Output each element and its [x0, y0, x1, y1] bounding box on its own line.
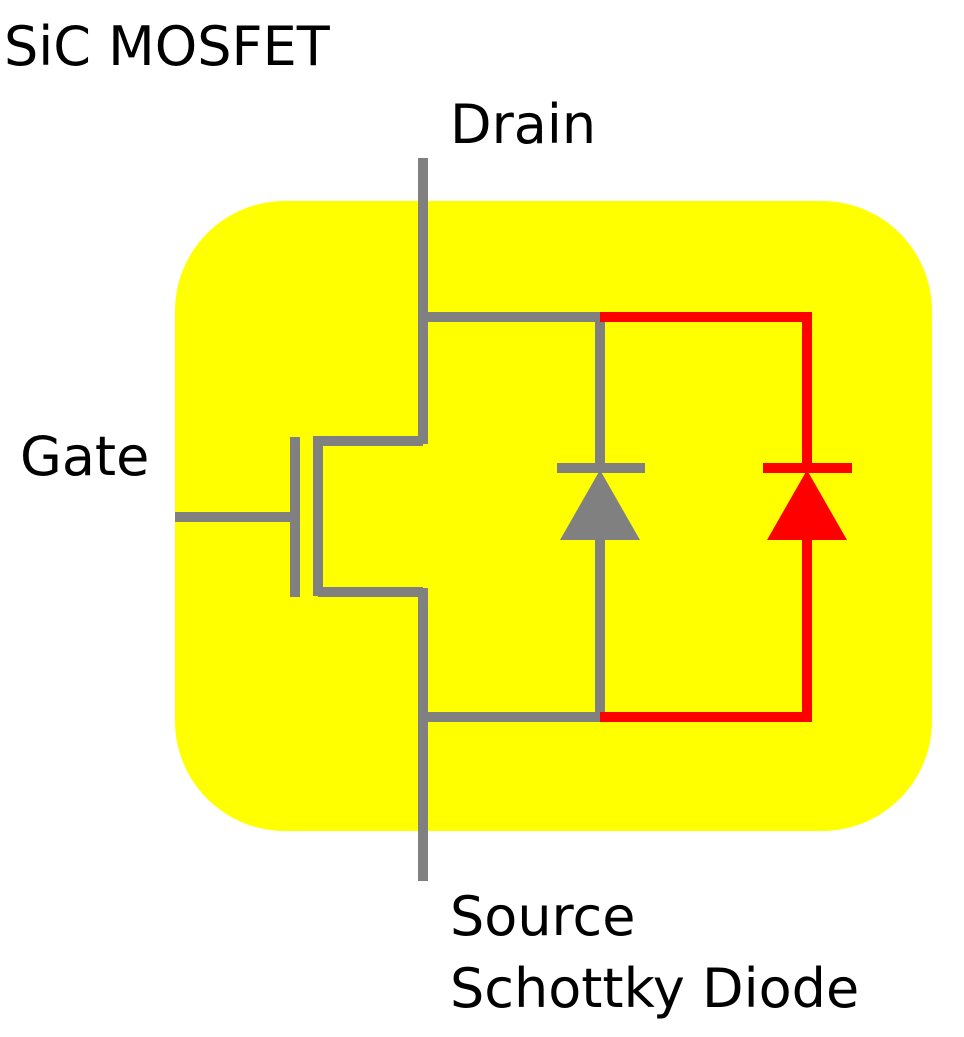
schottky-bottom-wire: [600, 530, 812, 722]
schottky-triangle: [767, 470, 847, 540]
schottky-top-wire: [600, 312, 812, 468]
package-box: [175, 201, 932, 831]
drain-label: Drain: [450, 93, 597, 156]
gate-label: Gate: [20, 425, 150, 488]
source-label: Source: [450, 885, 636, 948]
schottky-label: Schottky Diode: [450, 957, 860, 1020]
drain-channel: [313, 436, 423, 596]
body-diode-triangle: [560, 470, 640, 540]
title-label: SiC MOSFET: [4, 15, 330, 78]
mosfet-symbol: [175, 158, 645, 881]
schottky-diode: [600, 312, 852, 722]
